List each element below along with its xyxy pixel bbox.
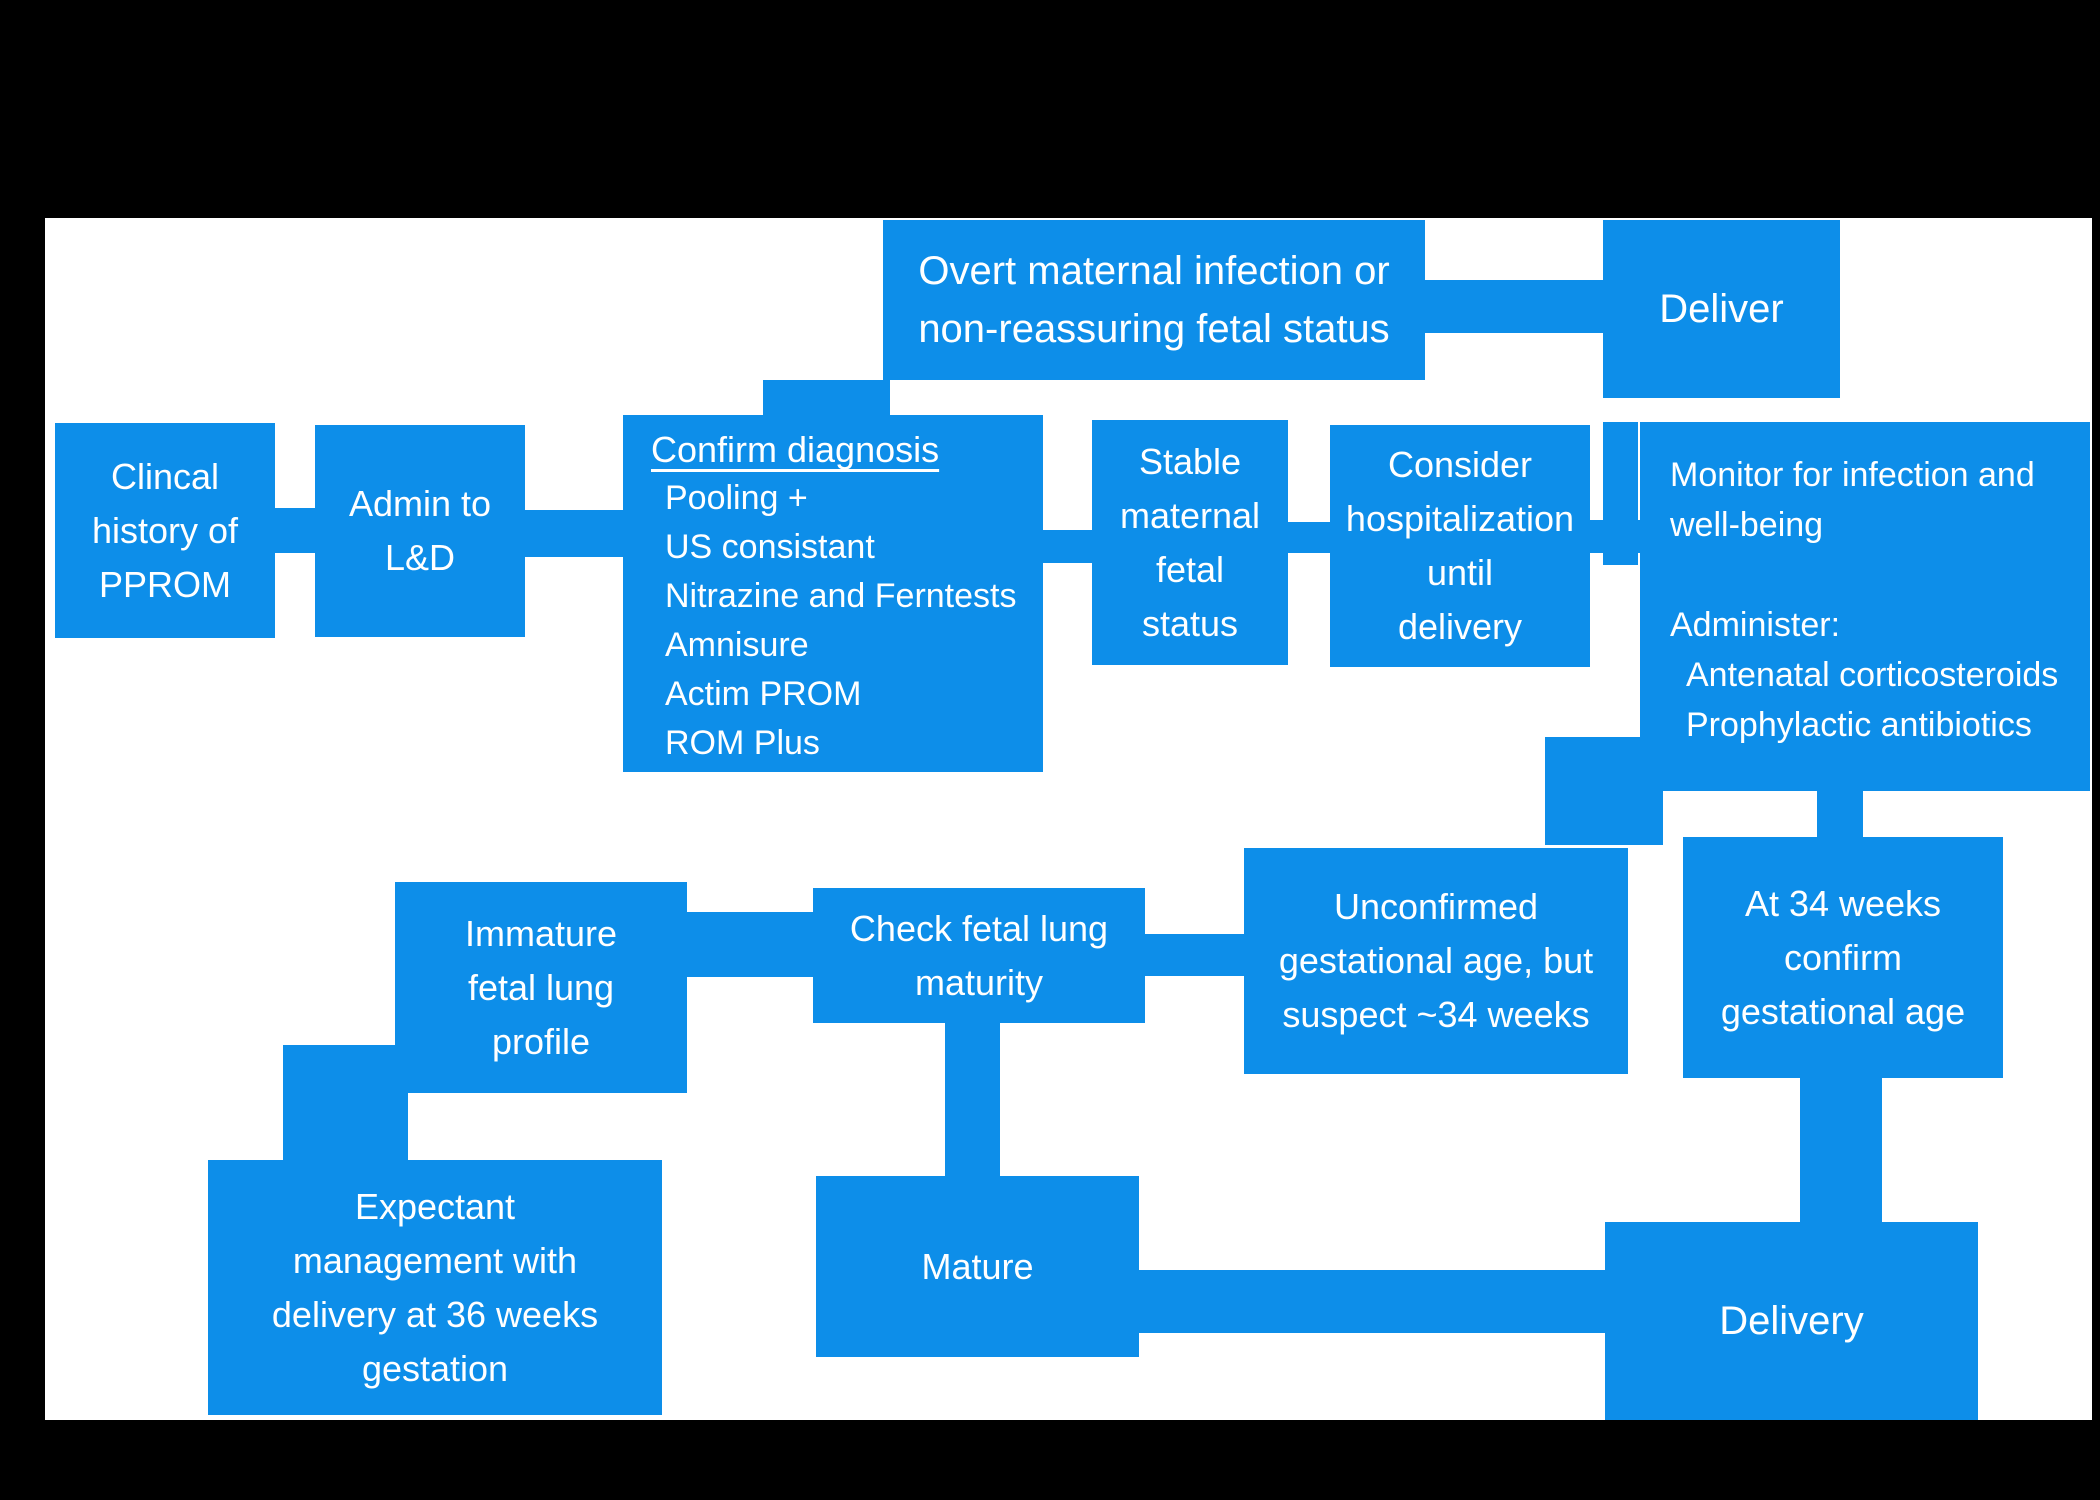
node-at-34-weeks-label: At 34 weeks confirm gestational age [1720,882,1966,1032]
connector-confirm-to-stable [1043,530,1092,563]
connector-monitor-left-notch [1603,422,1638,565]
connector-overt-to-deliver [1425,280,1603,333]
confirm-diagnosis-items: Pooling + US consistant Nitrazine and Fe… [665,479,1017,762]
node-immature-lung-label: Immature fetal lung profile [464,912,618,1062]
connector-check-to-unconfirmed [1145,934,1244,976]
connector-check-to-mature [945,1023,1000,1176]
node-delivery: Delivery [1605,1222,1978,1420]
node-mature-label: Mature [921,1245,1034,1287]
node-hospitalization-label: Consider hospitalization until delivery [1345,444,1575,647]
node-overt-infection-label: Overt maternal infection or non-reassuri… [918,249,1390,351]
node-unconfirmed-ga: Unconfirmed gestational age, but suspect… [1244,848,1628,1074]
node-check-lung-label: Check fetal lung maturity [849,907,1109,1003]
connector-confirm-to-overt [763,380,890,420]
monitor-administer-label: Administer: [1670,606,1841,644]
node-admit-ld-label: Admin to L&D [348,483,492,578]
node-stable-status-label: Stable maternal fetal status [1119,440,1261,644]
confirm-diagnosis-title: Confirm diagnosis [651,429,940,470]
node-unconfirmed-ga-label: Unconfirmed gestational age, but suspect… [1278,886,1594,1035]
node-expectant-management-label: Expectant management with delivery at 36… [271,1185,599,1389]
monitor-administer-items: Antenatal corticosteroids Prophylactic a… [1686,656,2059,744]
connector-immature-to-expectant [283,1045,408,1160]
node-clinical-history-label: Clincal history of PPROM [91,455,239,605]
connector-mature-to-delivery [1139,1270,1605,1333]
node-admit-ld: Admin to L&D [315,425,525,637]
node-mature: Mature [816,1176,1139,1357]
node-immature-lung: Immature fetal lung profile [395,882,687,1093]
monitor-intro-label: Monitor for infection and well-being [1670,456,2035,544]
connector-monitor-to-at34 [1817,791,1863,841]
node-overt-infection: Overt maternal infection or non-reassuri… [883,220,1425,380]
node-clinical-history: Clincal history of PPROM [55,423,275,638]
connector-admit-to-confirm [525,510,623,557]
node-hospitalization: Consider hospitalization until delivery [1330,425,1590,667]
node-monitor: Monitor for infection and well-being Adm… [1640,422,2090,791]
node-at-34-weeks: At 34 weeks confirm gestational age [1683,837,2003,1078]
node-delivery-label: Delivery [1719,1299,1864,1343]
connector-clinical-to-admit [275,508,315,553]
connector-immature-to-check [687,912,813,977]
connector-stable-to-hospitalization [1288,522,1330,553]
node-stable-status: Stable maternal fetal status [1092,420,1288,665]
node-confirm-diagnosis: Confirm diagnosis Pooling + US consistan… [623,415,1043,772]
node-deliver: Deliver [1603,220,1840,398]
connector-at34-to-delivery [1800,1078,1882,1222]
node-expectant-management: Expectant management with delivery at 36… [208,1160,662,1415]
node-deliver-label: Deliver [1659,287,1784,331]
node-check-lung: Check fetal lung maturity [813,888,1145,1023]
